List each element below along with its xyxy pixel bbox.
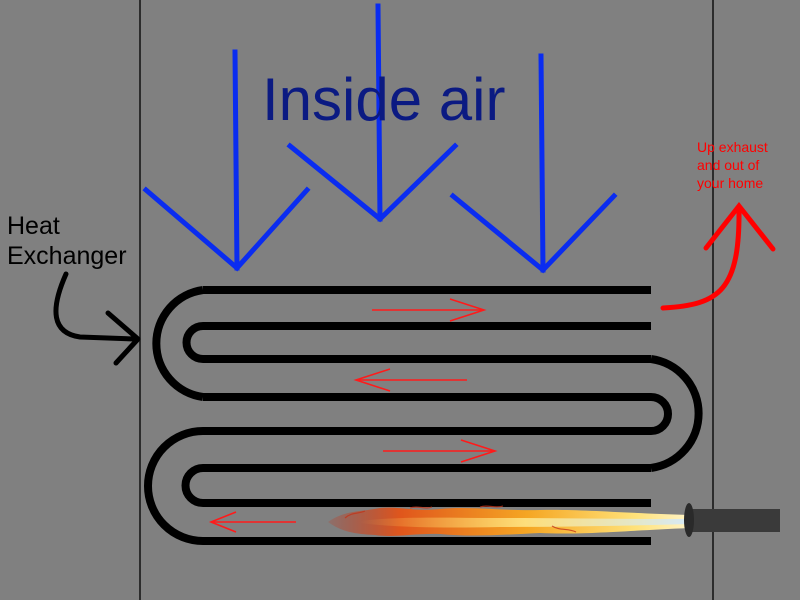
heat-exchanger-pointer-icon [53, 271, 141, 366]
diagram-title: Inside air [262, 66, 506, 133]
airflow-arrow-right-icon [449, 53, 618, 274]
flame-icon [328, 505, 690, 536]
heat-exchanger-label-line1: Heat [7, 212, 60, 240]
exhaust-label-line3: your home [697, 175, 764, 191]
flow-arrow-row3-icon [383, 439, 498, 463]
exhaust-label-line2: and out of [697, 157, 760, 173]
heat-exchanger-label: Heat Exchanger [7, 211, 127, 271]
airflow-arrow-left-icon [142, 49, 311, 272]
flow-arrow-row1-icon [372, 298, 487, 322]
heat-exchanger-label-line2: Exchanger [7, 242, 127, 270]
airflow-arrow-center-icon [286, 3, 459, 223]
flow-arrow-row4-icon [208, 511, 296, 533]
heat-exchanger-tube [144, 286, 703, 545]
exhaust-label-line1: Up exhaust [697, 139, 768, 155]
exhaust-label: Up exhaust and out of your home [697, 138, 768, 192]
burner-pipe [684, 503, 780, 537]
flow-arrow-row2-icon [353, 368, 467, 392]
exhaust-arrow-icon [660, 201, 776, 311]
